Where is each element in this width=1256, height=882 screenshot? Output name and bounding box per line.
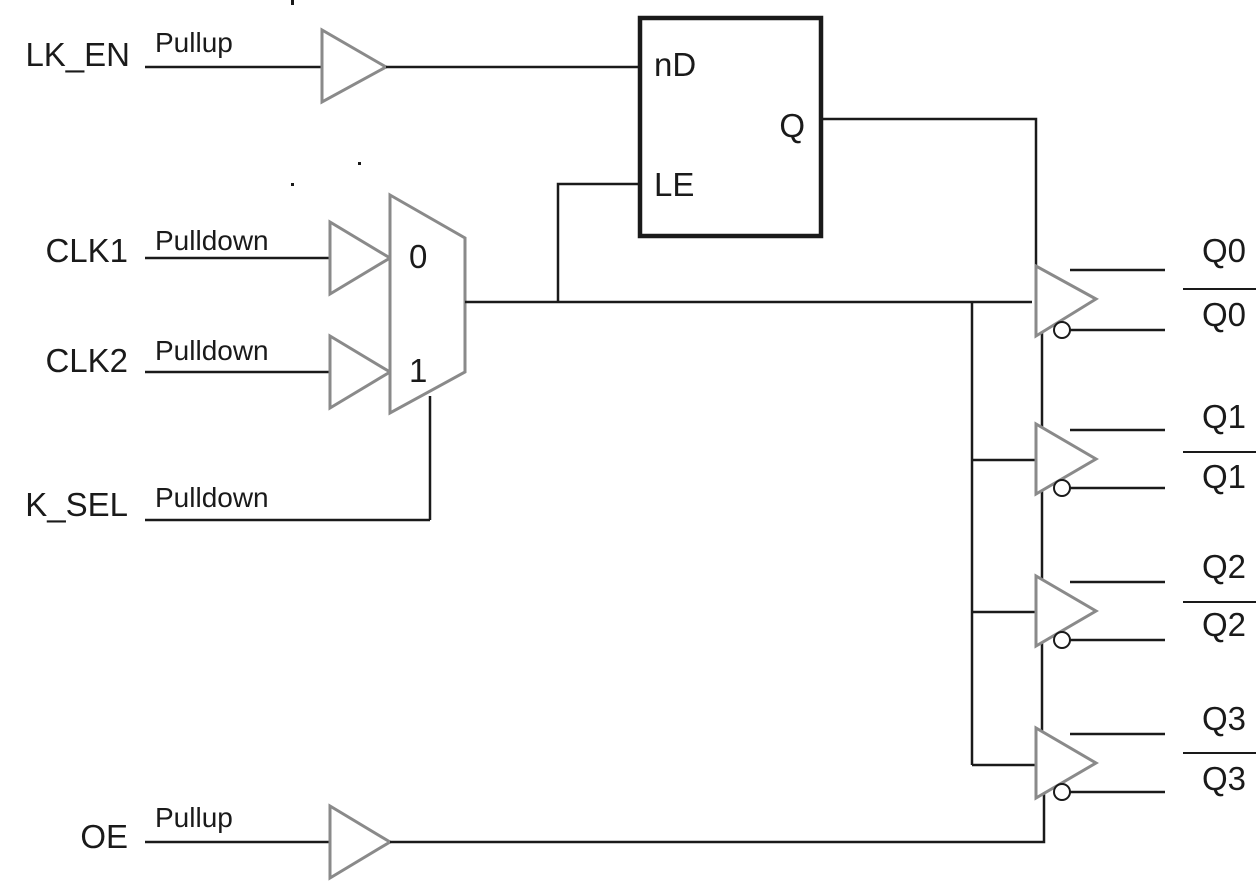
pull-label-oe: Pullup bbox=[155, 802, 233, 833]
output-label-q3: Q3 bbox=[1202, 700, 1246, 737]
output-buffer-0 bbox=[1034, 263, 1099, 339]
output-label-q0: Q0 bbox=[1202, 232, 1246, 269]
clock-mux bbox=[388, 192, 467, 416]
latch-q-label: Q bbox=[779, 107, 805, 144]
pull-label-lk-en: Pullup bbox=[155, 27, 233, 58]
output-bubble-1 bbox=[1053, 479, 1071, 497]
scan-speck bbox=[291, 183, 294, 186]
output-buffer-1 bbox=[1034, 421, 1099, 497]
output-buffer-2 bbox=[1034, 573, 1099, 649]
input-label-lk-en: LK_EN bbox=[25, 36, 130, 73]
lk-en-buffer bbox=[320, 27, 390, 105]
wire-oe-to-buffers bbox=[390, 778, 1046, 844]
output-label-q0-bar: Q0 bbox=[1202, 296, 1246, 333]
latch-nd-label: nD bbox=[654, 46, 696, 83]
output-label-q2-bar: Q2 bbox=[1202, 606, 1246, 643]
scan-speck bbox=[291, 0, 294, 5]
scan-speck bbox=[358, 162, 361, 165]
latch-le-label: LE bbox=[654, 166, 694, 203]
wire-clock-to-le bbox=[556, 182, 640, 302]
oe-buffer bbox=[328, 803, 393, 881]
output-bubble-2 bbox=[1053, 631, 1071, 649]
wire-latch-q bbox=[821, 117, 1038, 272]
clk1-buffer bbox=[328, 219, 393, 297]
mux-input-1-label: 1 bbox=[409, 352, 427, 389]
clk2-buffer bbox=[328, 333, 393, 411]
output-buffer-3 bbox=[1034, 725, 1099, 801]
pull-label-clk2: Pulldown bbox=[155, 335, 269, 366]
output-bubble-3 bbox=[1053, 783, 1071, 801]
enable-latch bbox=[637, 15, 824, 239]
pull-label-clk1: Pulldown bbox=[155, 225, 269, 256]
input-label-clk2: CLK2 bbox=[45, 342, 128, 379]
output-label-q1: Q1 bbox=[1202, 398, 1246, 435]
mux-input-0-label: 0 bbox=[409, 238, 427, 275]
output-label-q1-bar: Q1 bbox=[1202, 458, 1246, 495]
output-label-q3-bar: Q3 bbox=[1202, 760, 1246, 797]
output-bubble-0 bbox=[1053, 321, 1071, 339]
input-label-k-sel: K_SEL bbox=[25, 486, 128, 523]
output-label-q2: Q2 bbox=[1202, 548, 1246, 585]
input-label-clk1: CLK1 bbox=[45, 232, 128, 269]
pull-label-k-sel: Pulldown bbox=[155, 482, 269, 513]
input-label-oe: OE bbox=[80, 818, 128, 855]
